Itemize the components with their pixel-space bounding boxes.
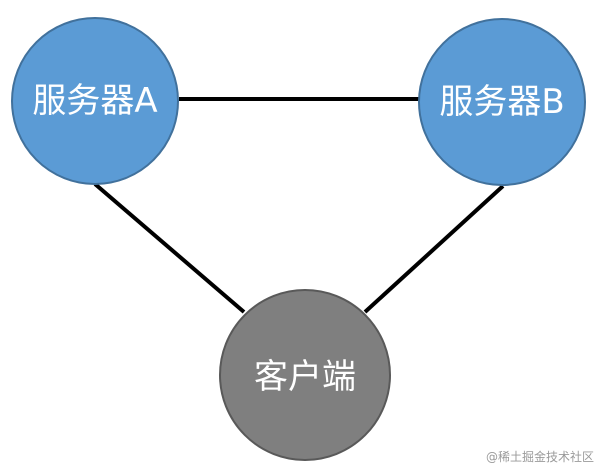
client-label: 客户端	[254, 357, 356, 397]
server-a-label: 服务器A	[32, 81, 157, 121]
server-b-label: 服务器B	[439, 82, 564, 122]
server-a-circle	[11, 17, 179, 185]
server-b-circle	[418, 18, 586, 186]
client-circle	[219, 289, 391, 461]
edge-server-a-client	[93, 182, 246, 314]
node-server-a: 服务器A	[11, 17, 179, 185]
watermark: @稀土掘金技术社区	[485, 450, 594, 464]
edge-server-b-client	[363, 184, 505, 314]
node-server-b: 服务器B	[418, 18, 586, 186]
node-client: 客户端	[219, 289, 391, 461]
